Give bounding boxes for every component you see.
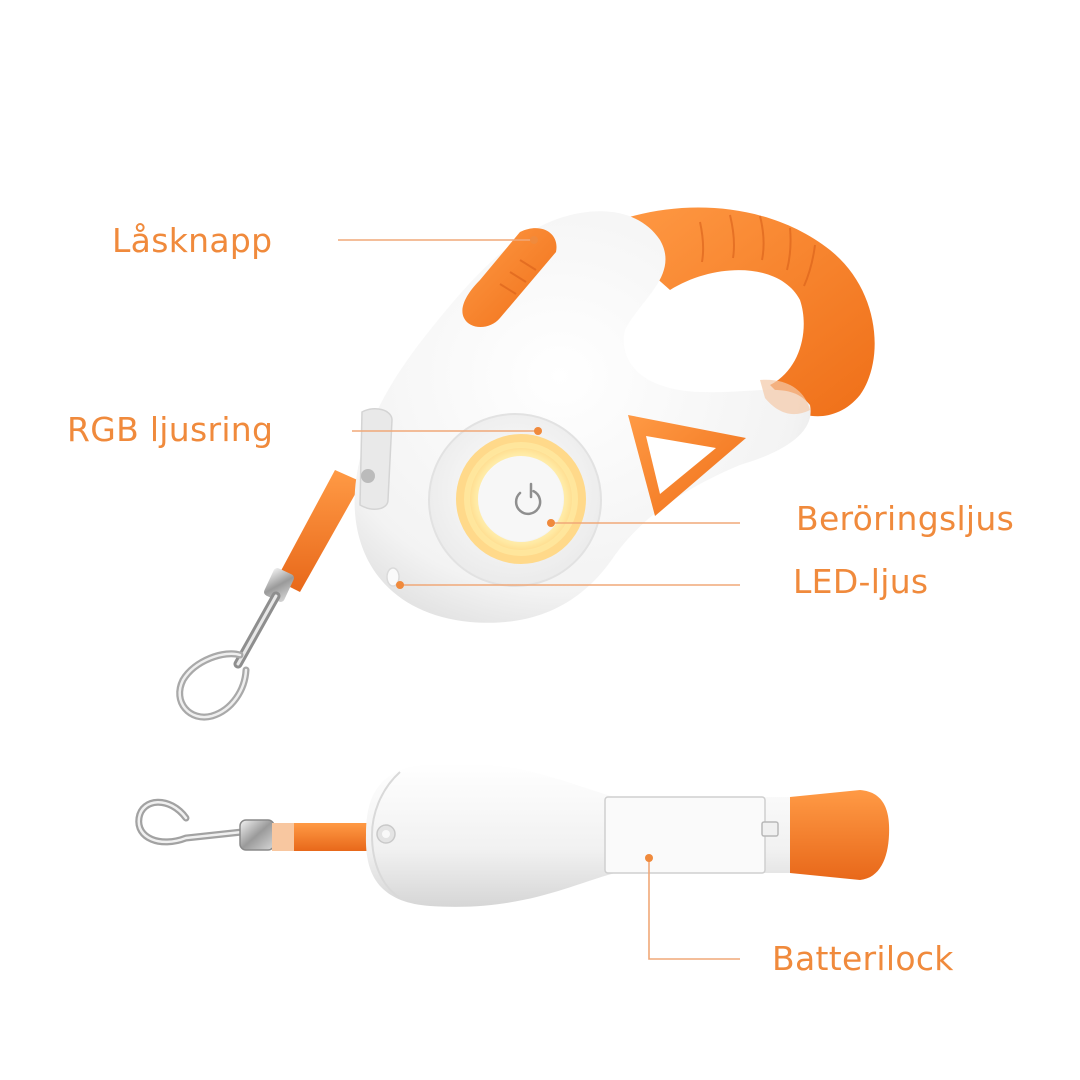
leash-tape	[276, 470, 362, 592]
led-light	[386, 567, 400, 587]
leash-device-side-view	[135, 763, 890, 907]
dot-rgb-ring	[534, 427, 542, 435]
dot-led-light	[396, 581, 404, 589]
lock-button[interactable]	[462, 228, 557, 327]
dot-lock-button	[530, 236, 538, 244]
snap-hook-side	[135, 798, 275, 851]
dot-battery-cover	[645, 854, 653, 862]
power-icon[interactable]	[512, 482, 544, 518]
label-touch-light: Beröringsljus	[796, 499, 1015, 538]
callout-leaders	[338, 239, 740, 960]
label-battery-cover: Batterilock	[772, 939, 954, 978]
leash-device-front-view	[176, 207, 875, 721]
dot-touch-light	[547, 519, 555, 527]
label-rgb-ring: RGB ljusring	[67, 410, 274, 449]
battery-cover[interactable]	[604, 796, 766, 874]
label-led-light: LED-ljus	[793, 562, 929, 601]
end-cap	[790, 790, 890, 880]
device-body	[354, 211, 811, 623]
label-lock-button: Låsknapp	[112, 221, 273, 260]
leader-battery-cover	[648, 858, 740, 960]
handle-grip	[600, 207, 875, 417]
snap-hook	[176, 568, 294, 721]
usb-port	[761, 821, 779, 837]
